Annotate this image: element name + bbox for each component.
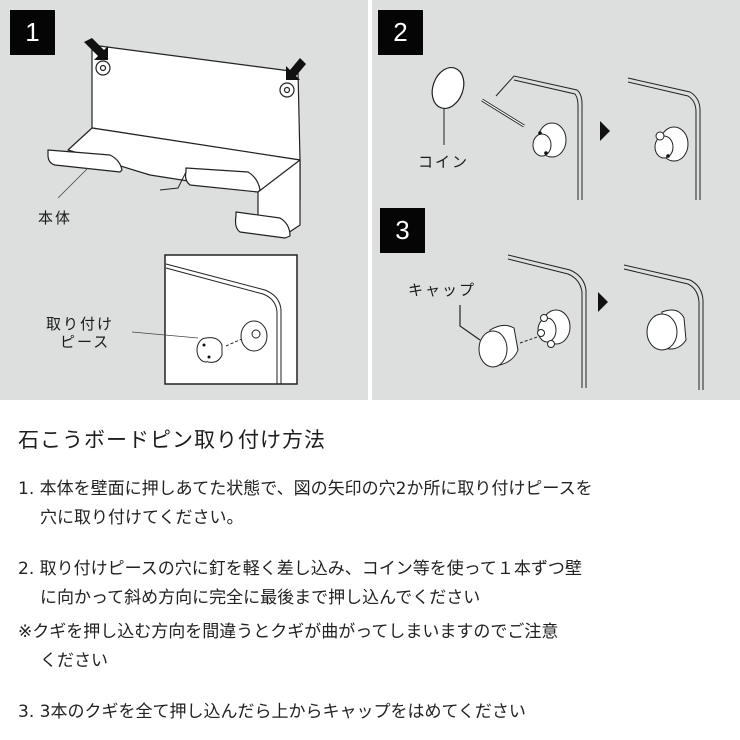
next-arrow-icon: [600, 121, 610, 141]
illustration-panel-1: 1 本体 取り付け ピース: [0, 0, 368, 400]
body-label: 本体: [38, 209, 73, 227]
cap-label: キャップ: [408, 281, 477, 299]
bracket-illustration: [47, 38, 306, 385]
cap-install-illustration: [459, 254, 704, 390]
cap-icon: [478, 330, 508, 368]
page-title: 石こうボードピン取り付け方法: [18, 428, 326, 452]
arrow-icon: [84, 38, 306, 80]
piece-label-line1: 取り付け: [46, 315, 115, 333]
piece-label-line2: ピース: [60, 333, 111, 351]
illustration-panel-2: 2 コイン: [372, 0, 740, 200]
instruction-note: ※クギを押し込む方向を間違うとクギが曲がってしまいますのでご注意 ください: [18, 622, 559, 671]
instruction-step-1: 1. 本体を壁面に押しあてた状態で、図の矢印の穴2か所に取り付けピースを 穴に取…: [18, 479, 593, 528]
coin-icon: [431, 67, 465, 109]
mount-hole-icon: [95, 60, 295, 98]
step-number-badge: 1: [10, 10, 55, 55]
step-number-badge: 3: [380, 208, 425, 253]
next-arrow-icon: [598, 292, 608, 312]
instruction-step-2: 2. 取り付けピースの穴に釘を軽く差し込み、コイン等を使って１本ずつ壁 に向かっ…: [18, 559, 582, 608]
illustration-panel-3: 3 キャップ: [372, 200, 740, 400]
pin-insert-illustration: [431, 67, 701, 200]
instructions-section: 石こうボードピン取り付け方法 1. 本体を壁面に押しあてた状態で、図の矢印の穴2…: [0, 400, 740, 740]
instruction-step-3: 3. 3本のクギを全て押し込んだら上からキャップをはめてください: [18, 702, 526, 722]
coin-label: コイン: [418, 153, 470, 171]
step-number-badge: 2: [378, 10, 423, 55]
